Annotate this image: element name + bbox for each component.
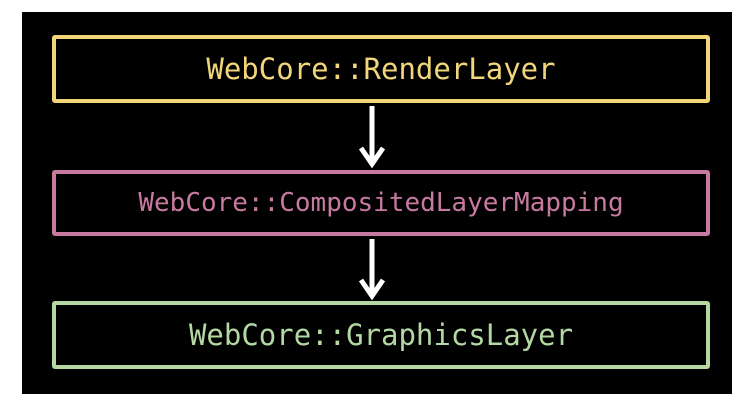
composited-layer-mapping-label: WebCore::CompositedLayerMapping <box>138 188 624 218</box>
arrow-down-icon <box>358 239 386 301</box>
graphics-layer-label: WebCore::GraphicsLayer <box>188 318 574 352</box>
render-layer-label: WebCore::RenderLayer <box>206 52 556 86</box>
diagram-canvas: WebCore::RenderLayer WebCore::Composited… <box>22 12 732 394</box>
render-layer-box: WebCore::RenderLayer <box>52 35 710 103</box>
graphics-layer-box: WebCore::GraphicsLayer <box>52 301 710 369</box>
arrow-down-icon <box>358 106 386 169</box>
composited-layer-mapping-box: WebCore::CompositedLayerMapping <box>52 170 710 236</box>
